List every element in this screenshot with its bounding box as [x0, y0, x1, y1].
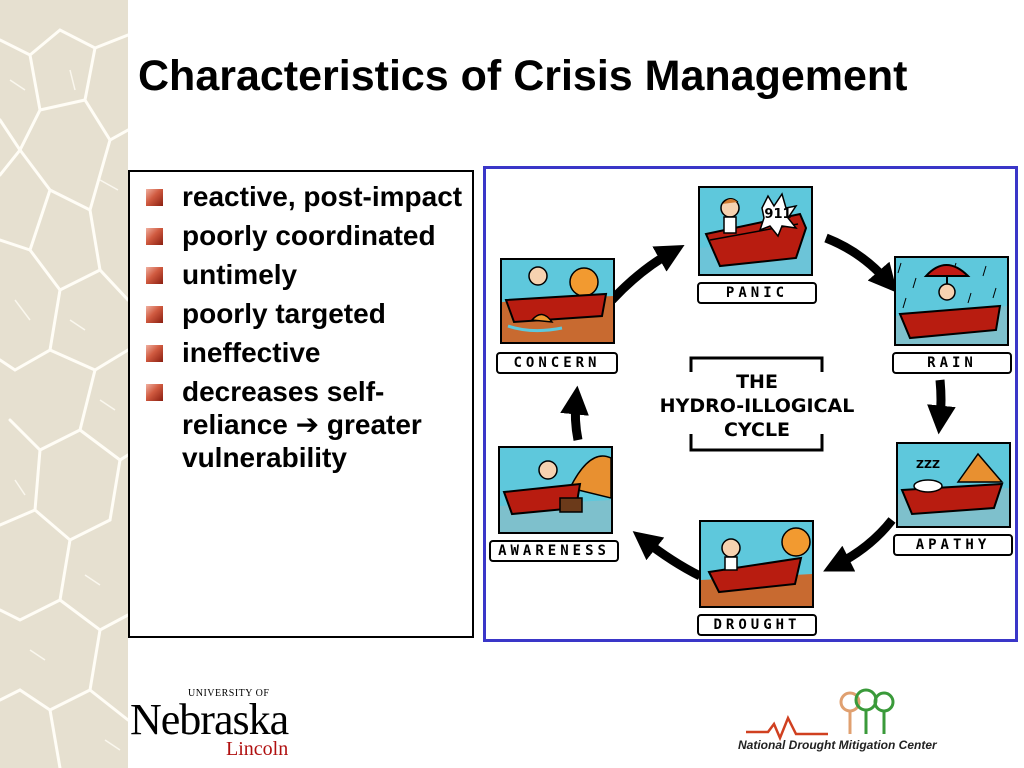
concern-panel: [500, 258, 615, 344]
awareness-panel: [498, 446, 613, 534]
ndmc-logo: National Drought Mitigation Center: [738, 688, 964, 762]
arrow-rain-to-apathy: [927, 379, 956, 435]
center-title-line: CYCLE: [723, 419, 791, 441]
bullet-item: poorly targeted: [146, 297, 466, 330]
panic-panel: 911: [698, 186, 813, 276]
ndmc-tree-graphic: [746, 688, 895, 742]
drought-panel: [699, 520, 814, 608]
slide-title: Characteristics of Crisis Management: [138, 52, 908, 100]
stage-label-drought: DROUGHT: [697, 614, 817, 636]
bullet-text: ineffective: [182, 337, 321, 368]
apathy-panel: ZZZ: [896, 442, 1011, 528]
bullet-square-icon: [146, 345, 163, 362]
bullet-square-icon: [146, 267, 163, 284]
bullet-text: decreases self-reliance: [182, 376, 385, 440]
apathy-illustration: ZZZ: [898, 444, 1009, 526]
bullet-square-icon: [146, 384, 163, 401]
bullet-list: reactive, post-impact poorly coordinated…: [130, 172, 472, 474]
ndmc-logo-text: National Drought Mitigation Center: [738, 738, 937, 752]
arrow-awareness-to-concern: [560, 385, 589, 441]
nebraska-logo: UNIVERSITY OF Nebraska Lincoln: [130, 688, 300, 760]
bullet-square-icon: [146, 306, 163, 323]
stage-label-apathy: APATHY: [893, 534, 1013, 556]
panic-illustration: 911: [700, 188, 811, 274]
center-title-frame: [689, 356, 824, 452]
rain-panel: [894, 256, 1009, 346]
center-title-line: HYDRO-ILLOGICAL: [659, 395, 855, 417]
bullet-text: poorly coordinated: [182, 220, 436, 251]
arrow-concern-to-panic: [608, 244, 685, 304]
center-title: THE HYDRO-ILLOGICAL CYCLE: [630, 370, 884, 442]
stage-label-awareness: AWARENESS: [489, 540, 619, 562]
bullet-continuation: greater vulnerability: [182, 409, 422, 473]
center-title-line: THE: [736, 371, 778, 393]
bullet-square-icon: [146, 189, 163, 206]
arrow-drought-to-awareness: [632, 531, 703, 581]
bullet-item: reactive, post-impact: [146, 180, 466, 213]
bullet-item: ineffective: [146, 336, 466, 369]
stage-label-panic: PANIC: [697, 282, 817, 304]
nebraska-logo-main: Nebraska: [130, 695, 289, 744]
bullet-text: reactive, post-impact: [182, 181, 463, 212]
right-arrow-icon: ➔: [295, 408, 320, 441]
nebraska-logo-small: UNIVERSITY OF: [188, 688, 270, 699]
arrow-panic-to-rain: [824, 233, 898, 293]
cracked-earth-background: [0, 0, 128, 768]
panic-911-text: 911: [764, 207, 791, 222]
awareness-illustration: [500, 448, 611, 532]
bullet-text: untimely: [182, 259, 298, 290]
nebraska-logo-sub: Lincoln: [226, 738, 289, 760]
bullet-item: poorly coordinated: [146, 219, 466, 252]
bullet-text: poorly targeted: [182, 298, 386, 329]
drought-illustration: [701, 522, 812, 606]
stage-label-rain: RAIN: [892, 352, 1012, 374]
rain-illustration: [896, 258, 1007, 344]
bullet-item: untimely: [146, 258, 466, 291]
stage-label-concern: CONCERN: [496, 352, 618, 374]
apathy-zzz-text: ZZZ: [916, 458, 940, 471]
bullet-square-icon: [146, 228, 163, 245]
arrow-apathy-to-drought: [823, 517, 896, 572]
cracked-earth-texture: [0, 28, 128, 768]
bullet-item: decreases self-reliance ➔ greater vulner…: [146, 375, 466, 474]
concern-illustration: [502, 260, 613, 342]
bullet-box: reactive, post-impact poorly coordinated…: [128, 170, 474, 638]
